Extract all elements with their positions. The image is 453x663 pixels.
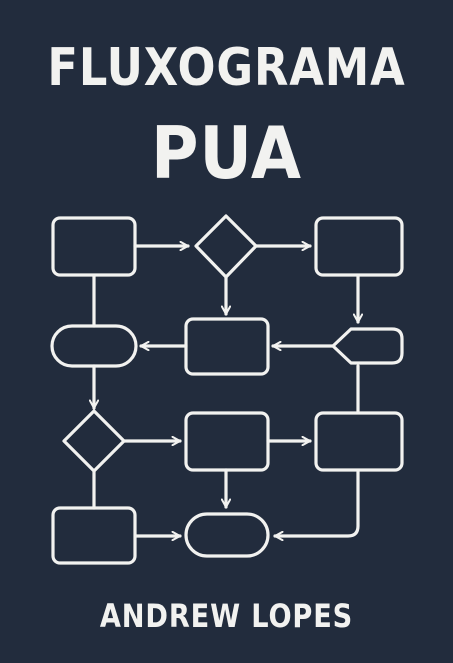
flow-node-decision-2 <box>62 409 126 473</box>
flow-node-process-2 <box>314 216 404 277</box>
connector-n9-n11 <box>273 470 360 536</box>
flow-node-process-6 <box>51 506 137 565</box>
flow-node-process-5 <box>314 411 404 472</box>
cover-title-line-1: FLUXOGRAMA <box>47 38 406 98</box>
flow-node-terminator-1 <box>50 324 138 368</box>
cover-author: ANDREW LOPES <box>99 597 354 635</box>
flow-node-process-3 <box>184 317 270 376</box>
flow-node-decision-1 <box>194 214 258 279</box>
flow-node-display-1 <box>331 327 404 365</box>
flow-node-process-1 <box>51 216 137 277</box>
cover-title-line-2: PUA <box>151 111 302 195</box>
flow-node-terminator-2 <box>184 512 270 558</box>
flow-node-process-4 <box>184 411 270 472</box>
